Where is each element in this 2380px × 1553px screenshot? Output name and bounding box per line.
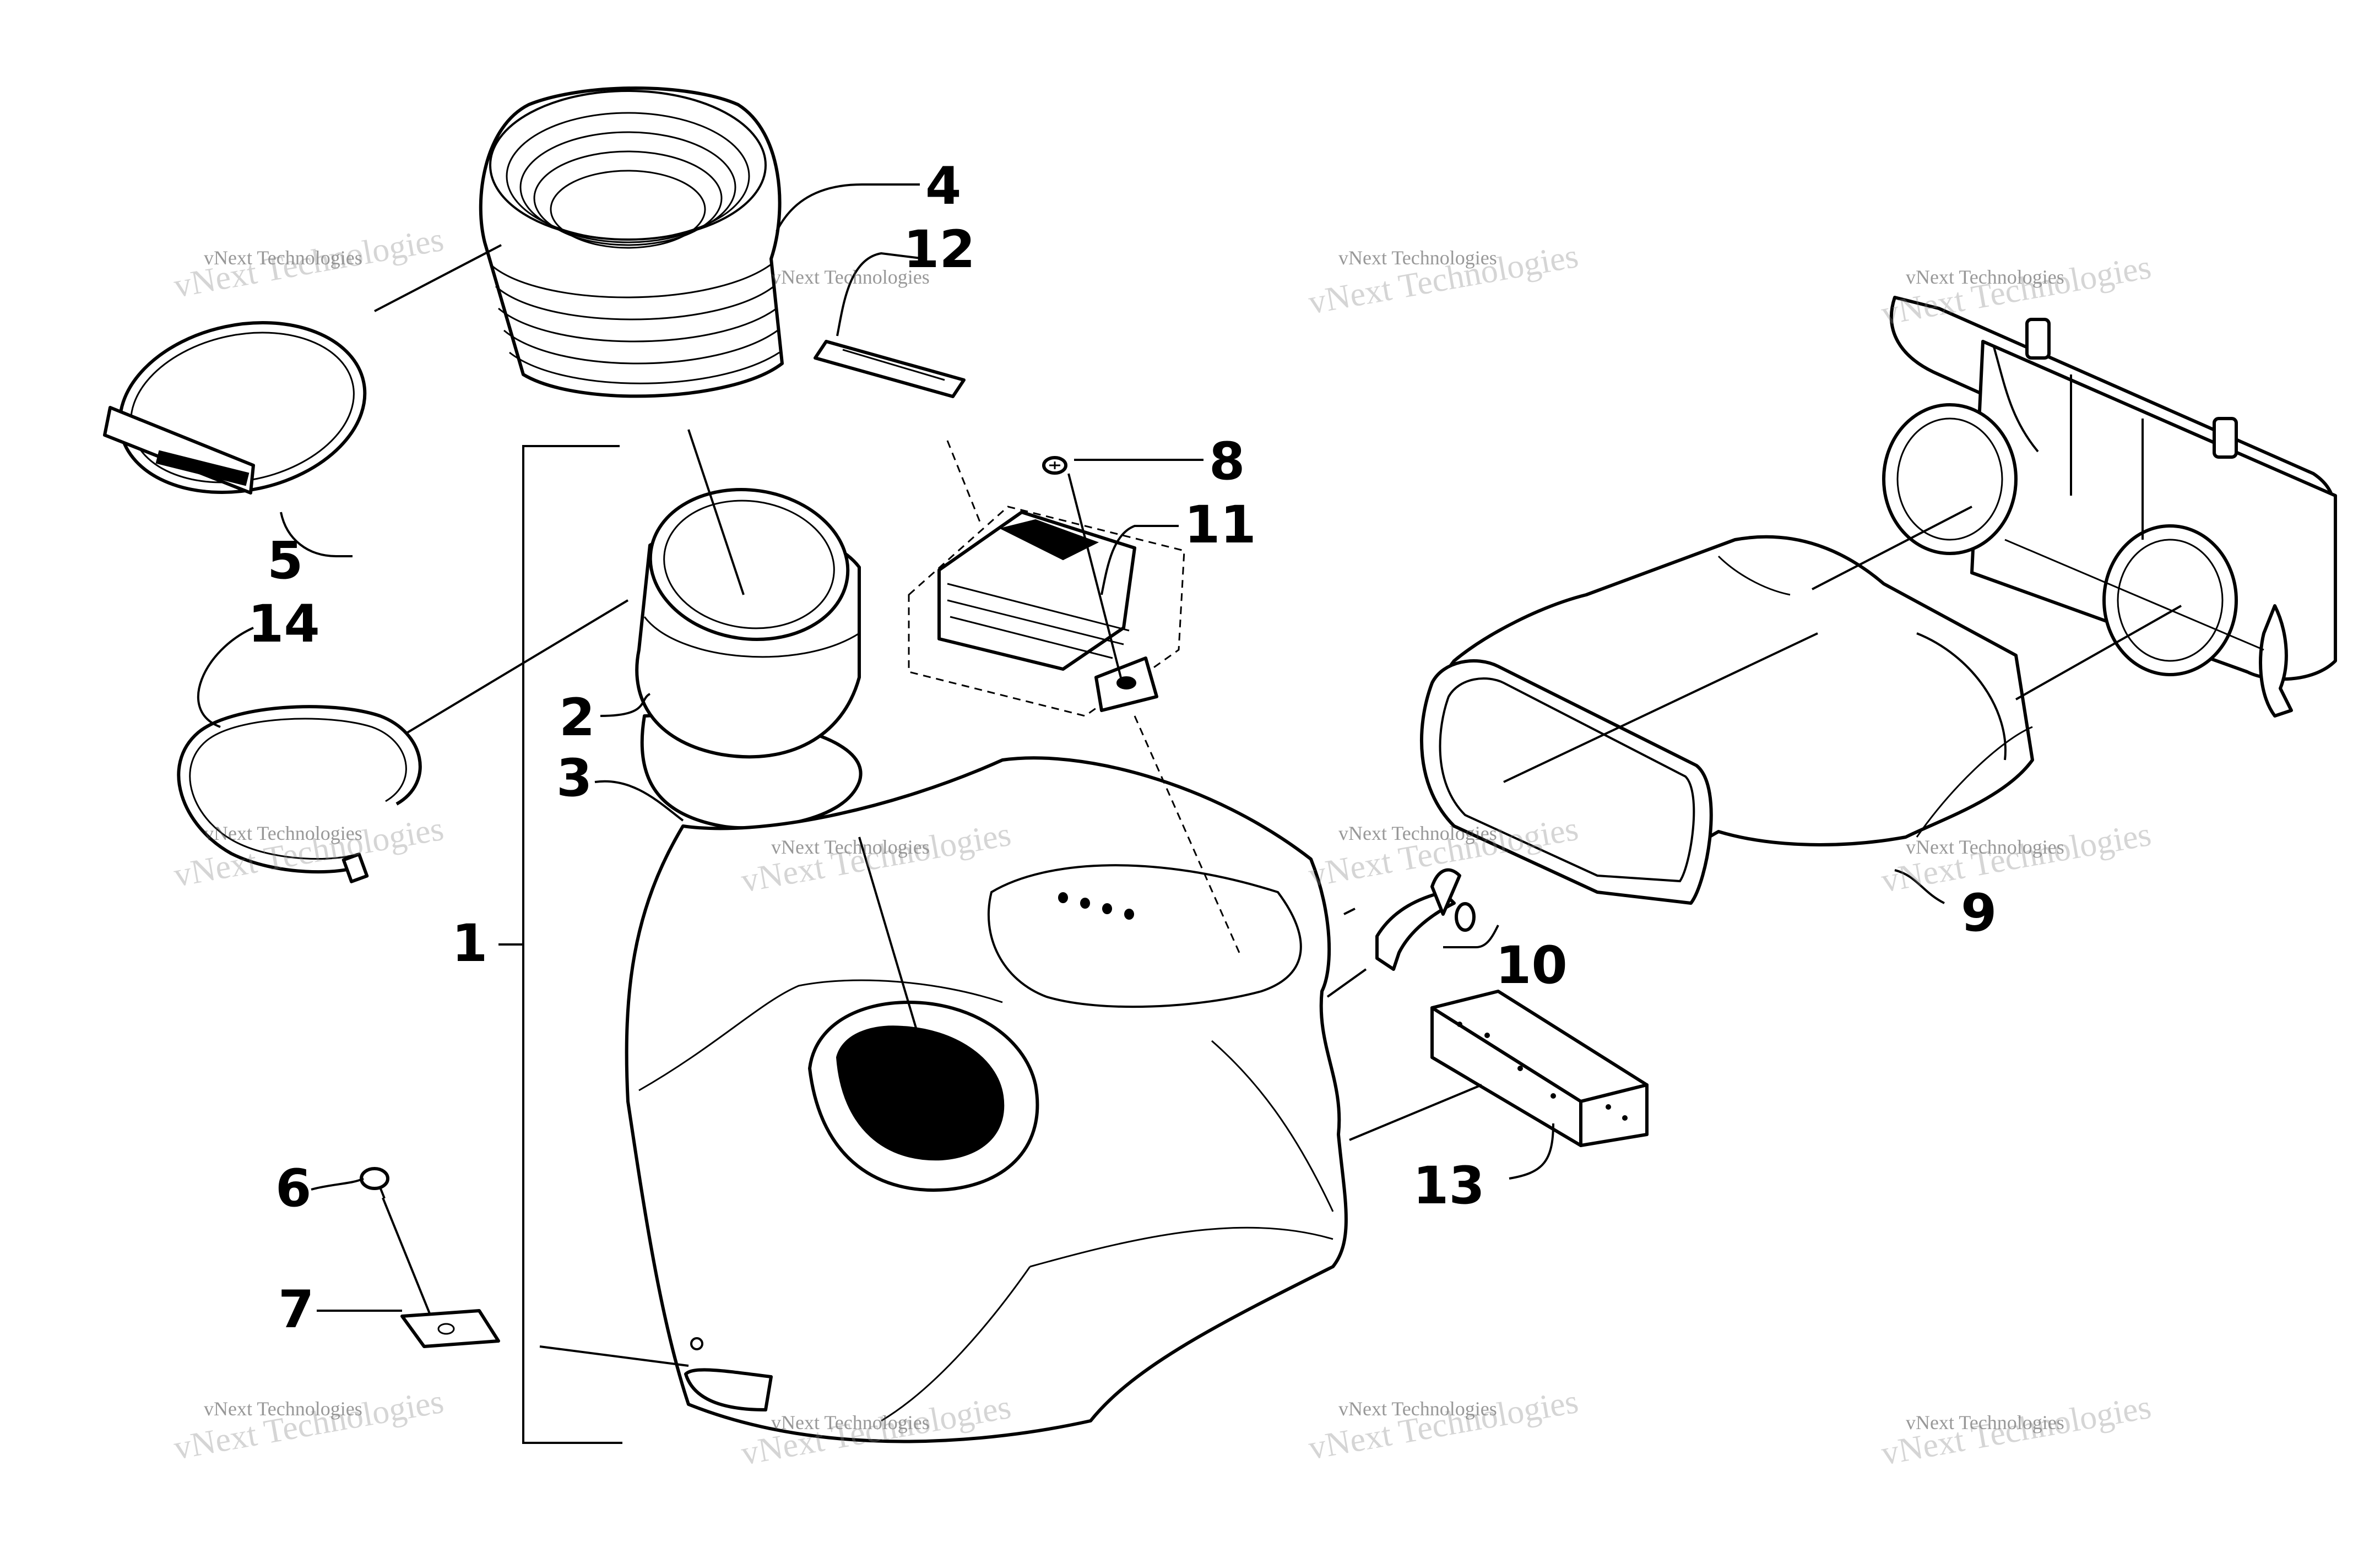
watermark-text: vNext Technologies xyxy=(1906,1411,2064,1433)
callouts: 1 2 3 4 5 6 7 8 9 10 11 12 13 14 xyxy=(248,156,1997,1340)
watermark-text: vNext Technologies xyxy=(1338,822,1497,844)
callout-3: 3 xyxy=(556,748,592,808)
callout-4: 4 xyxy=(925,156,961,216)
part-1-assembly-bracket xyxy=(498,445,622,1444)
callout-1: 1 xyxy=(452,914,487,974)
part-10-hose-clamp xyxy=(1375,868,1476,971)
part-5-clamp xyxy=(103,321,367,495)
watermark-text: vNext Technologies xyxy=(1879,1388,2154,1473)
watermark-text: vNext Technologies xyxy=(1338,247,1497,269)
watermark-text: vNext Technologies xyxy=(1906,836,2064,858)
watermark-text: vNext Technologies xyxy=(1338,1398,1497,1420)
watermark-text: vNext Technologies xyxy=(204,822,362,844)
part-3-airbox xyxy=(625,756,1348,1443)
watermark-text: vNext Technologies xyxy=(1906,266,2064,288)
callout-10: 10 xyxy=(1495,936,1568,996)
part-8-screw xyxy=(1042,456,1067,475)
callout-13: 13 xyxy=(1413,1156,1485,1216)
watermark-text: vNext Technologies xyxy=(1879,248,2154,333)
callout-2: 2 xyxy=(559,688,595,748)
callout-8: 8 xyxy=(1209,432,1245,492)
part-13-foam-block xyxy=(1430,990,1649,1147)
callout-7: 7 xyxy=(278,1280,314,1340)
watermark-text: vNext Technologies xyxy=(771,836,930,858)
throttle-body-assembly xyxy=(1882,296,2337,718)
part-4-corrugated-boot xyxy=(479,86,784,398)
part-2-adapter xyxy=(635,487,863,830)
watermark-text: vNext Technologies xyxy=(171,221,447,305)
watermark-text: vNext Technologies xyxy=(771,266,930,288)
callout-11: 11 xyxy=(1184,495,1256,555)
callout-5: 5 xyxy=(267,531,303,591)
watermark-text: vNext Technologies xyxy=(204,247,362,269)
callout-9: 9 xyxy=(1961,883,1997,943)
watermark-text: vNext Technologies xyxy=(1306,1383,1581,1467)
callout-14: 14 xyxy=(248,594,320,654)
part-11-decal xyxy=(908,506,1185,717)
watermark-text: vNext Technologies xyxy=(771,1411,930,1433)
leader-lines xyxy=(197,183,2182,1367)
part-12-strip xyxy=(814,340,966,398)
callout-6: 6 xyxy=(275,1159,311,1219)
part-6-fastener xyxy=(360,1167,389,1199)
part-14-clamp xyxy=(177,705,422,883)
watermark-text: vNext Technologies xyxy=(204,1398,362,1420)
part-9-intake-duct xyxy=(1419,535,2034,905)
part-7-clip xyxy=(400,1309,500,1348)
callout-12: 12 xyxy=(903,220,975,280)
watermark-text: vNext Technologies xyxy=(171,1383,447,1467)
